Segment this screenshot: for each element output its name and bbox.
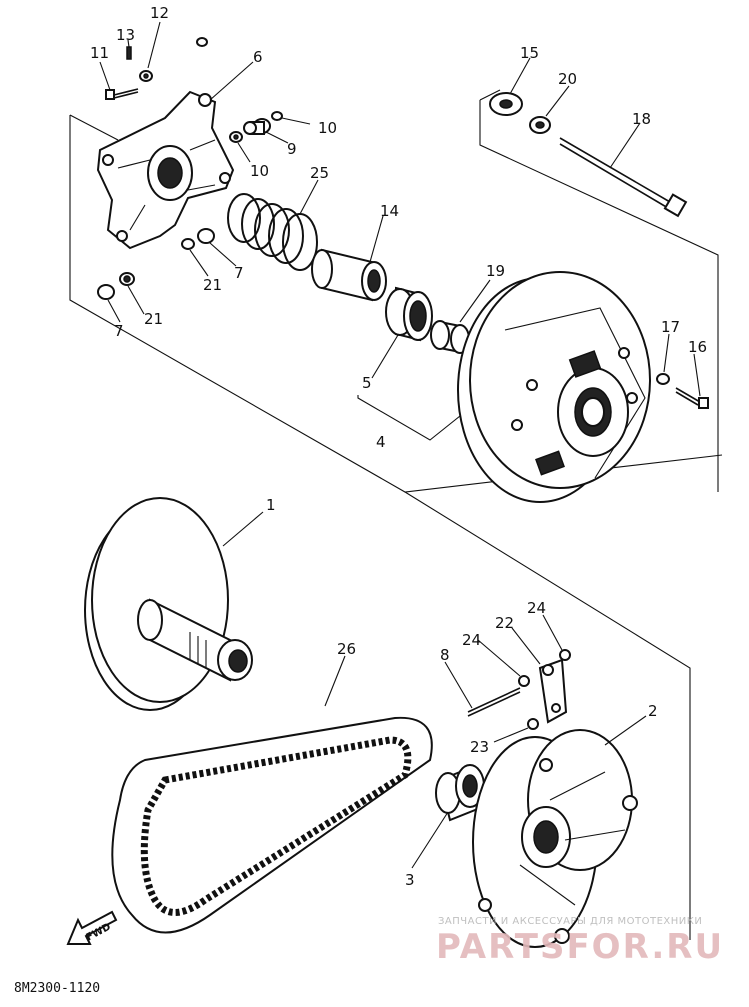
callout-24b: 24 xyxy=(527,599,546,617)
bracket-22 xyxy=(538,658,568,724)
callout-19: 19 xyxy=(486,262,505,280)
callout-23: 23 xyxy=(470,738,489,756)
callout-labels: 1 2 3 4 5 6 7 7 8 9 10 10 11 12 13 14 15… xyxy=(90,4,707,889)
drive-belt-26 xyxy=(111,716,433,934)
callout-4: 4 xyxy=(376,433,386,451)
callout-10b: 10 xyxy=(250,162,269,180)
callout-2: 2 xyxy=(648,702,658,720)
callout-5: 5 xyxy=(362,374,372,392)
callout-7a: 7 xyxy=(234,264,244,282)
callout-25: 25 xyxy=(310,164,329,182)
callout-10a: 10 xyxy=(318,119,337,137)
diagram-code: 8M2300-1120 xyxy=(14,981,100,996)
callout-24a: 24 xyxy=(462,631,481,649)
fwd-arrow-icon: FWD xyxy=(66,910,118,945)
callout-9: 9 xyxy=(287,140,297,158)
bushing-3 xyxy=(435,764,485,822)
weight-7a xyxy=(197,228,215,244)
leader-lines xyxy=(99,21,701,869)
spider-cam-part xyxy=(96,90,235,250)
washer-12-top xyxy=(196,37,208,47)
weight-7b xyxy=(97,284,115,300)
pin-23 xyxy=(527,718,539,730)
pin-8 xyxy=(467,687,521,717)
callout-16: 16 xyxy=(688,338,707,356)
spring-25 xyxy=(227,193,318,271)
bolt-18 xyxy=(559,137,688,218)
watermark-line1: ЗАПЧАСТИ И АКСЕССУАРЫ ДЛЯ МОТОТЕХНИКИ xyxy=(438,916,702,927)
callout-21b: 21 xyxy=(144,310,163,328)
callout-20: 20 xyxy=(558,70,577,88)
callout-13: 13 xyxy=(116,26,135,44)
callout-3: 3 xyxy=(405,871,415,889)
callout-8: 8 xyxy=(440,646,450,664)
collar-5 xyxy=(385,286,433,342)
pin-13 xyxy=(126,46,132,60)
callout-22: 22 xyxy=(495,614,514,632)
callout-6: 6 xyxy=(253,48,263,66)
callout-15: 15 xyxy=(520,44,539,62)
washer-21a xyxy=(181,238,195,250)
callout-21a: 21 xyxy=(203,276,222,294)
callout-17: 17 xyxy=(661,318,680,336)
fixed-sheave-1 xyxy=(84,497,253,711)
washer-21b-hole xyxy=(123,275,131,283)
washer-24a xyxy=(518,675,530,687)
callout-1: 1 xyxy=(266,496,276,514)
washer-12-hole xyxy=(143,73,149,79)
callout-12: 12 xyxy=(150,4,169,22)
watermark: ЗАПЧАСТИ И АКСЕССУАРЫ ДЛЯ МОТОТЕХНИКИ PA… xyxy=(436,916,724,967)
slider-9 xyxy=(243,118,271,135)
callout-11: 11 xyxy=(90,44,109,62)
movable-sheave-4 xyxy=(457,271,651,503)
sleeve-14 xyxy=(311,248,387,302)
washer-15-hole xyxy=(499,99,513,109)
callout-14: 14 xyxy=(380,202,399,220)
washer-20-hole xyxy=(535,121,545,129)
callout-26: 26 xyxy=(337,640,356,658)
sheave-2 xyxy=(472,729,638,948)
callout-18: 18 xyxy=(632,110,651,128)
washer-17 xyxy=(656,373,670,385)
callout-7b: 7 xyxy=(114,322,124,340)
washer-24b xyxy=(559,649,571,661)
washer-10a-hole xyxy=(233,134,239,140)
bolt-16 xyxy=(675,387,709,409)
watermark-line2: PARTSFOR.RU xyxy=(436,927,724,967)
washer-10b xyxy=(271,111,283,121)
bolt-11 xyxy=(105,88,139,100)
